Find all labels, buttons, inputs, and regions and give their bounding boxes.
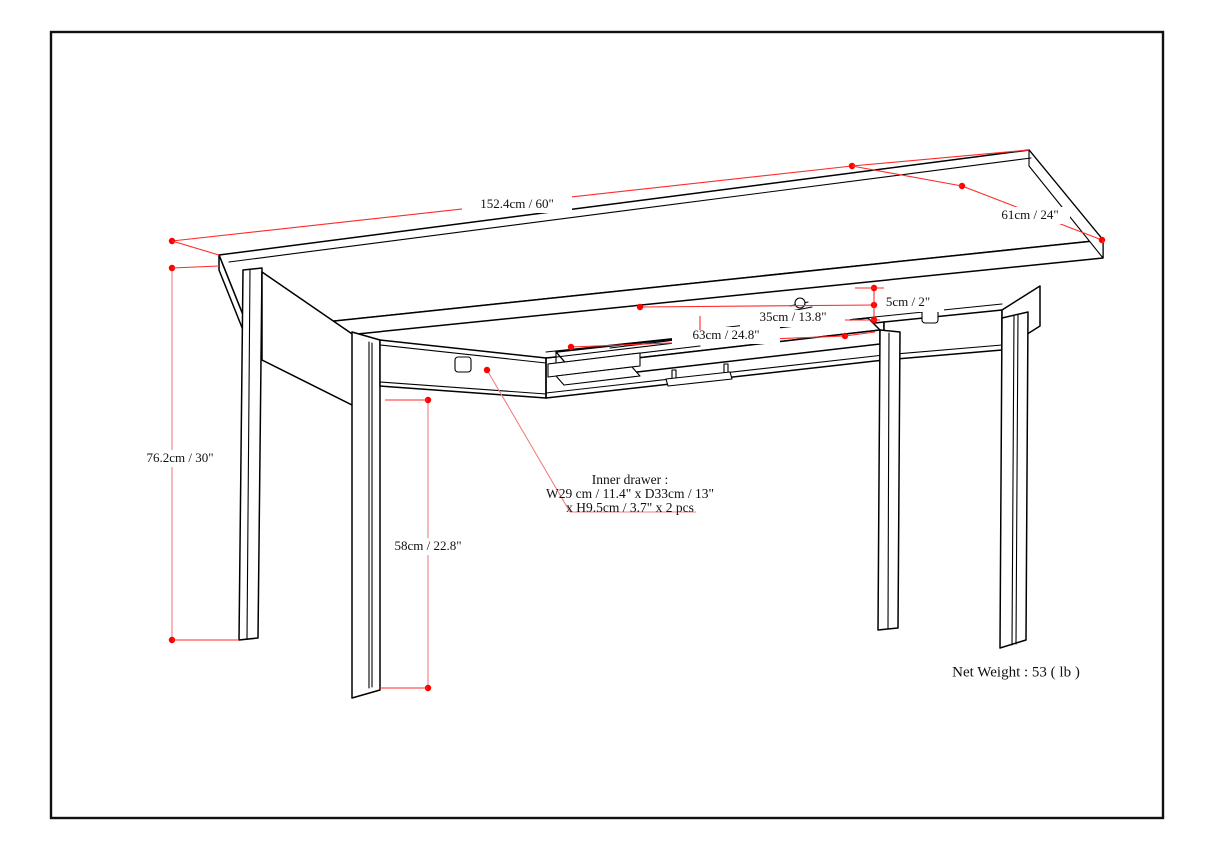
dimension-floor-clearance: 58cm / 22.8" bbox=[380, 396, 472, 692]
dimension-tray-height: 5cm / 2" bbox=[845, 284, 944, 324]
rear-left-leg bbox=[238, 267, 263, 641]
dimension-overall-width: 152.4cm / 60" bbox=[168, 149, 1030, 256]
dimension-tray-width: 63cm / 24.8" bbox=[567, 327, 876, 351]
inner-drawer-note-line3: x H9.5cm / 3.7" x 2 pcs bbox=[566, 500, 694, 515]
net-weight-label: Net Weight : 53 ( lb ) bbox=[952, 664, 1080, 680]
dimension-width-label: 152.4cm / 60" bbox=[480, 196, 554, 211]
dimension-clearance-label: 58cm / 22.8" bbox=[394, 538, 461, 553]
page-border bbox=[49, 30, 1165, 820]
desk-tabletop bbox=[218, 149, 1104, 346]
inner-drawer-note: Inner drawer : W29 cm / 11.4" x D33cm / … bbox=[546, 472, 714, 515]
inner-drawer-note-line2: W29 cm / 11.4" x D33cm / 13" bbox=[546, 486, 714, 501]
dimension-depth-label: 61cm / 24" bbox=[1001, 207, 1058, 222]
right-drawer-front[interactable] bbox=[883, 303, 1003, 361]
front-left-leg bbox=[351, 331, 381, 699]
dimension-overall-depth: 61cm / 24" bbox=[851, 165, 1106, 244]
dimension-tray-width-label: 63cm / 24.8" bbox=[692, 327, 759, 342]
dimension-tray-depth-label: 35cm / 13.8" bbox=[759, 309, 826, 324]
left-drawer-knob[interactable] bbox=[454, 356, 472, 373]
inner-drawer-leader-line bbox=[483, 366, 696, 513]
left-drawer-front[interactable] bbox=[379, 339, 547, 399]
front-right-leg bbox=[877, 329, 901, 631]
dimension-tray-height-label: 5cm / 2" bbox=[886, 294, 930, 309]
keyboard-tray-handle[interactable] bbox=[665, 363, 733, 387]
dimension-height-label: 76.2cm / 30" bbox=[146, 450, 213, 465]
dimension-overall-height: 76.2cm / 30" bbox=[132, 264, 239, 644]
rear-right-leg bbox=[999, 311, 1029, 649]
inner-drawer-note-line1: Inner drawer : bbox=[592, 472, 668, 487]
dimension-tray-depth: 35cm / 13.8" bbox=[636, 301, 878, 330]
